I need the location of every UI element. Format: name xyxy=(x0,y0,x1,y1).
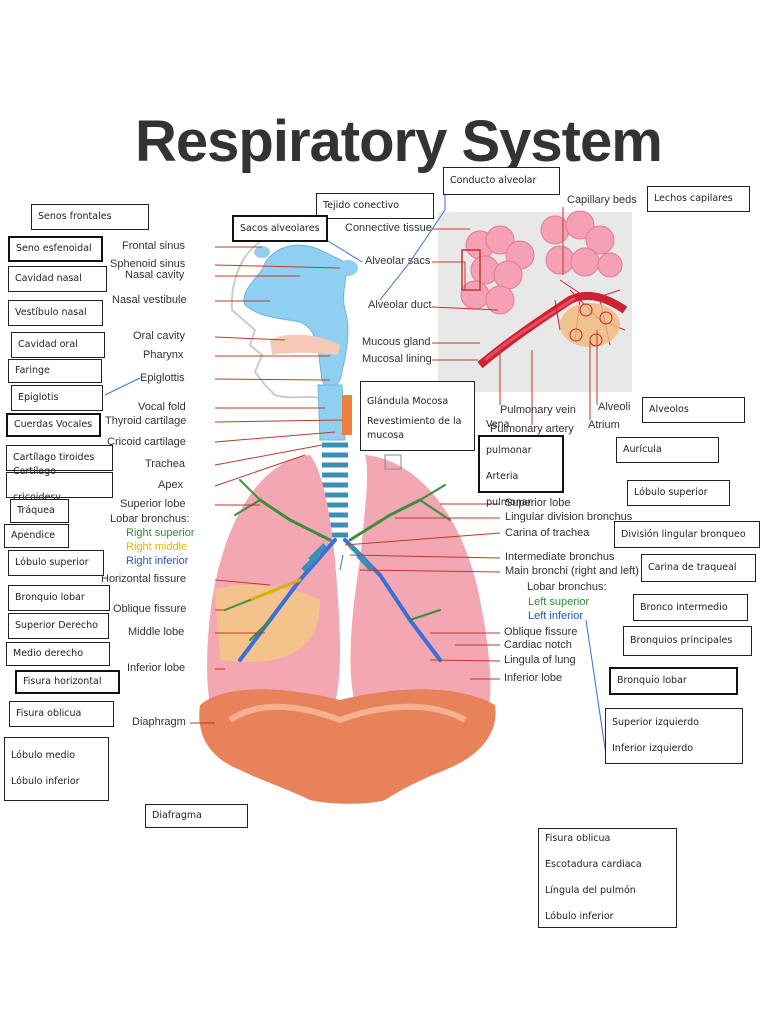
box-superior-derecho: Superior Derecho xyxy=(8,613,109,639)
box-fisura-oblicua-left: Fisura oblicua xyxy=(9,701,114,727)
label-apex: Apex xyxy=(158,479,184,491)
label-pulmonary-vein: Pulmonary vein xyxy=(500,404,576,416)
label-alveolar-duct: Alveolar duct xyxy=(368,299,432,311)
box-cuerdas-vocales: Cuerdas Vocales xyxy=(6,413,101,437)
label-diaphragm: Diaphragm xyxy=(132,716,186,728)
label-middle-lobe: Middle lobe xyxy=(128,626,185,638)
label-cricoid-cartilage: Cricoid cartilage xyxy=(107,436,186,448)
label-thyroid-cartilage: Thyroid cartilage xyxy=(105,415,187,427)
label-superior-lobe-left: Superior lobe xyxy=(120,498,186,510)
main-bronchi xyxy=(301,543,374,572)
box-medio-derecho: Medio derecho xyxy=(6,642,110,666)
label-left-superior: Left superior xyxy=(528,596,590,608)
box-senos-frontales: Senos frontales xyxy=(31,204,149,230)
frontal-sinus xyxy=(254,246,270,258)
label-connective-tissue: Connective tissue xyxy=(345,222,432,234)
box-fisura-horizontal: Fisura horizontal xyxy=(15,670,120,694)
label-trachea: Trachea xyxy=(145,458,185,470)
diaphragm-dome xyxy=(228,703,467,724)
label-main-bronchi: Main bronchi (right and left) xyxy=(505,565,639,577)
label-superior-lobe-right: Superior lobe xyxy=(505,497,571,509)
box-alveolos: Alveolos xyxy=(642,397,745,423)
box-traquea: Tráquea xyxy=(10,499,69,523)
box-diafragma: Diafragma xyxy=(145,804,248,828)
label-frontal-sinus: Frontal sinus xyxy=(122,240,185,252)
label-mucosal-lining: Mucosal lining xyxy=(362,353,432,365)
label-right-middle: Right middle xyxy=(126,541,188,553)
label-oral-cavity: Oral cavity xyxy=(133,330,185,342)
sphenoid-sinus xyxy=(338,260,358,276)
box-division-lingular: División lingular bronqueo xyxy=(614,521,760,548)
left-lung xyxy=(350,455,491,720)
label-vocal-fold: Vocal fold xyxy=(138,401,186,413)
lung-zoom-marker xyxy=(384,454,402,470)
label-oblique-fissure-left: Oblique fissure xyxy=(113,603,187,615)
box-lobulo-superior-left: Lóbulo superior xyxy=(8,550,104,576)
box-carina-traqueal: Carina de traqueal xyxy=(641,554,756,582)
box-seno-esfenoidal: Seno esfenoidal xyxy=(8,236,103,262)
label-right-inferior: Right inferior xyxy=(126,555,189,567)
atrium xyxy=(560,303,620,347)
label-pharynx: Pharynx xyxy=(143,349,184,361)
label-alveoli: Alveoli xyxy=(598,401,631,413)
label-lobar-bronchus-left: Lobar bronchus: xyxy=(110,513,190,525)
label-alveolar-sacs: Alveolar sacs xyxy=(365,255,431,267)
page-title: Respiratory System xyxy=(135,109,663,174)
label-atrium: Atrium xyxy=(588,419,620,431)
label-inferior-lobe-left: Inferior lobe xyxy=(127,662,186,674)
leader-lines-right xyxy=(344,207,598,680)
label-cardiac-notch: Cardiac notch xyxy=(504,639,572,651)
label-nasal-vestibule: Nasal vestibule xyxy=(112,294,187,306)
alveolar-sacs xyxy=(460,210,623,315)
box-cavidad-oral: Cavidad oral xyxy=(11,332,105,358)
nasal-airway xyxy=(243,244,349,396)
label-oblique-fissure-right: Oblique fissure xyxy=(504,626,578,638)
label-pulmonary-artery: Pulmonary artery xyxy=(490,423,574,435)
label-lobar-bronchus-right: Lobar bronchus: xyxy=(527,581,607,593)
label-sphenoid-sinus: Sphenoid sinus xyxy=(110,258,186,270)
label-lingula-of-lung: Lingula of lung xyxy=(504,654,576,666)
label-epiglottis: Epiglottis xyxy=(140,372,185,384)
label-mucous-gland: Mucous gland xyxy=(362,336,431,348)
label-intermediate-bronchus: Intermediate bronchus xyxy=(505,551,615,563)
larynx xyxy=(317,384,346,441)
label-nasal-cavity: Nasal cavity xyxy=(125,269,185,281)
box-faringe: Faringe xyxy=(8,359,102,383)
label-capillary-beds: Capillary beds xyxy=(567,194,637,206)
box-vestibulo-nasal: Vestíbulo nasal xyxy=(8,300,103,326)
box-sacos-alveolares: Sacos alveolares xyxy=(232,215,328,242)
label-lingular-division-bronchus: Lingular division bronchus xyxy=(505,511,633,523)
box-bronco-intermedio: Bronco intermedio xyxy=(633,594,748,621)
box-bronquio-lobar-right: Bronquio lobar xyxy=(609,667,738,695)
box-lobulo-superior-right: Lóbulo superior xyxy=(627,480,730,506)
box-bronquio-lobar-left: Bronquio lobar xyxy=(8,585,110,611)
label-right-superior: Right superior xyxy=(126,527,195,539)
oral-cavity xyxy=(270,334,340,355)
box-conducto-alveolar: Conducto alveolar xyxy=(443,167,560,195)
label-left-inferior: Left inferior xyxy=(528,610,584,622)
box-bronquios-principales: Bronquios principales xyxy=(623,626,752,656)
box-cavidad-nasal: Cavidad nasal xyxy=(8,266,107,292)
label-inferior-lobe-right: Inferior lobe xyxy=(504,672,563,684)
diaphragm xyxy=(199,689,496,804)
box-cartilago-cricoides: Cartílago cricoidesv xyxy=(6,466,113,503)
box-epiglotis: Epiglotis xyxy=(11,385,103,411)
box-lechos-capilares: Lechos capilares xyxy=(647,186,750,212)
box-apendice: Apendice xyxy=(4,524,69,548)
box-auricula: Aurícula xyxy=(616,437,719,463)
thyroid-cartilage xyxy=(342,395,352,435)
box-tejido-conectivo: Tejido conectivo xyxy=(316,193,434,219)
label-carina-of-trachea: Carina of trachea xyxy=(505,527,590,539)
leader-lines-left xyxy=(190,246,343,724)
label-horizontal-fissure: Horizontal fissure xyxy=(101,573,186,585)
box-cartilago-tiroides: Cartílago tiroides xyxy=(6,445,113,471)
